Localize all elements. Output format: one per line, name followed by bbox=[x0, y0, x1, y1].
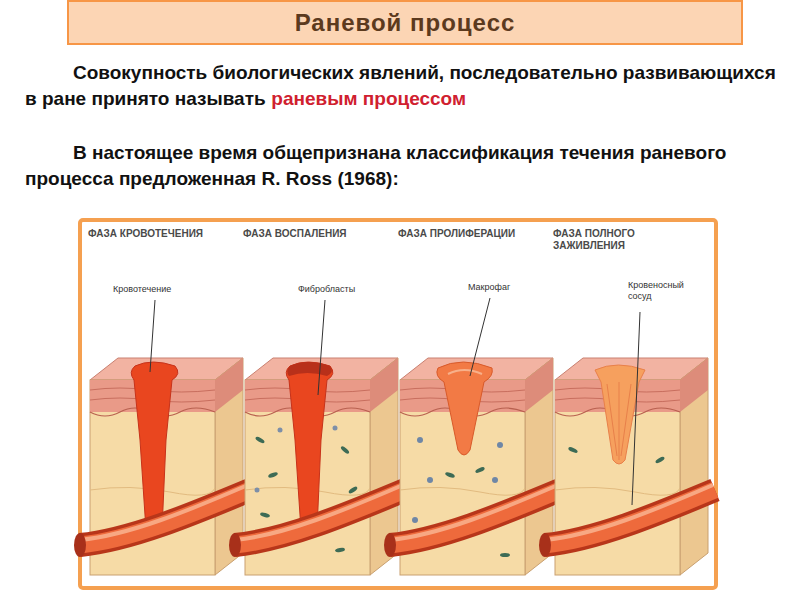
macrophage-cells bbox=[412, 437, 503, 523]
illustration-part bbox=[445, 471, 456, 478]
illustration-part bbox=[255, 488, 260, 493]
phase-heading-box: ФАЗА ПОЛНОГО ЗАЖИВЛЕНИЯ bbox=[553, 228, 703, 252]
blood-vessel bbox=[74, 485, 250, 557]
scar-fibres bbox=[607, 382, 631, 460]
granulation-edge bbox=[448, 370, 482, 374]
callout-label: Кровеносный сосуд bbox=[628, 280, 698, 302]
leader-line bbox=[318, 300, 325, 395]
illustration-part bbox=[427, 477, 433, 483]
illustration-part bbox=[278, 428, 283, 433]
illustration-part bbox=[492, 477, 498, 483]
title-banner: Раневой процесс bbox=[67, 0, 743, 45]
paragraph: В настоящее время общепризнана классифик… bbox=[25, 140, 780, 192]
leader-line bbox=[470, 298, 490, 376]
illustration-part bbox=[607, 384, 617, 456]
illustration-part bbox=[655, 456, 666, 464]
blood-vessel bbox=[539, 485, 715, 557]
illustration-part bbox=[255, 436, 266, 444]
wound-crust bbox=[287, 362, 332, 376]
illustration-part bbox=[340, 445, 350, 454]
illustration-part bbox=[497, 442, 503, 448]
leader-lines bbox=[150, 298, 640, 505]
slide-title: Раневой процесс bbox=[295, 9, 516, 37]
proliferation-phase-block bbox=[384, 358, 560, 575]
wound-blood bbox=[131, 362, 178, 530]
blood-vessel bbox=[229, 485, 405, 557]
leader-line bbox=[150, 300, 155, 372]
illustration-part bbox=[333, 426, 338, 431]
callout-label: Фибробласты bbox=[298, 284, 388, 295]
illustration-part bbox=[619, 382, 620, 460]
phase-heading: ФАЗА ПРОЛИФЕРАЦИИ bbox=[398, 228, 548, 240]
callout-label: Кровотечение bbox=[113, 284, 203, 295]
illustration-part bbox=[500, 553, 510, 557]
blood-cells bbox=[255, 426, 338, 493]
inflammation-phase-block bbox=[229, 358, 405, 575]
illustration-part bbox=[621, 384, 631, 456]
illustration-part bbox=[260, 512, 271, 518]
highlight-term: раневым процессом bbox=[271, 88, 466, 109]
healing-phase-block bbox=[539, 358, 715, 575]
phase-heading-box: ФАЗА ВОСПАЛЕНИЯ bbox=[243, 228, 393, 240]
illustration-part bbox=[568, 446, 579, 454]
illustration-part bbox=[268, 471, 279, 478]
body-text: В настоящее время общепризнана классифик… bbox=[25, 142, 726, 189]
callout-label: Макрофаг bbox=[468, 282, 548, 293]
blood-vessel bbox=[384, 485, 560, 557]
illustration-part bbox=[348, 485, 358, 494]
phase-heading: ФАЗА КРОВОТЕЧЕНИЯ bbox=[88, 228, 238, 240]
paragraph: Совокупность биологических явлений, посл… bbox=[25, 60, 780, 112]
leader-line bbox=[632, 312, 640, 505]
illustration-part bbox=[475, 466, 486, 474]
illustration-frame bbox=[80, 220, 716, 588]
illustration-part bbox=[412, 517, 418, 523]
fibroblast-cells bbox=[568, 446, 666, 464]
granulation-tissue bbox=[437, 362, 492, 455]
phase-heading-box: ФАЗА КРОВОТЕЧЕНИЯ bbox=[88, 228, 238, 240]
fibroblast-cells bbox=[445, 466, 510, 557]
phase-heading: ФАЗА ВОСПАЛЕНИЯ bbox=[243, 228, 393, 240]
illustration-part bbox=[417, 437, 423, 443]
phase-heading-box: ФАЗА ПРОЛИФЕРАЦИИ bbox=[398, 228, 548, 240]
illustration-part bbox=[335, 547, 346, 553]
wound-clot bbox=[286, 362, 333, 530]
phase-heading: ФАЗА ПОЛНОГО ЗАЖИВЛЕНИЯ bbox=[553, 228, 703, 252]
bleeding-phase-block bbox=[74, 358, 250, 575]
fibroblast-cells bbox=[255, 436, 359, 553]
